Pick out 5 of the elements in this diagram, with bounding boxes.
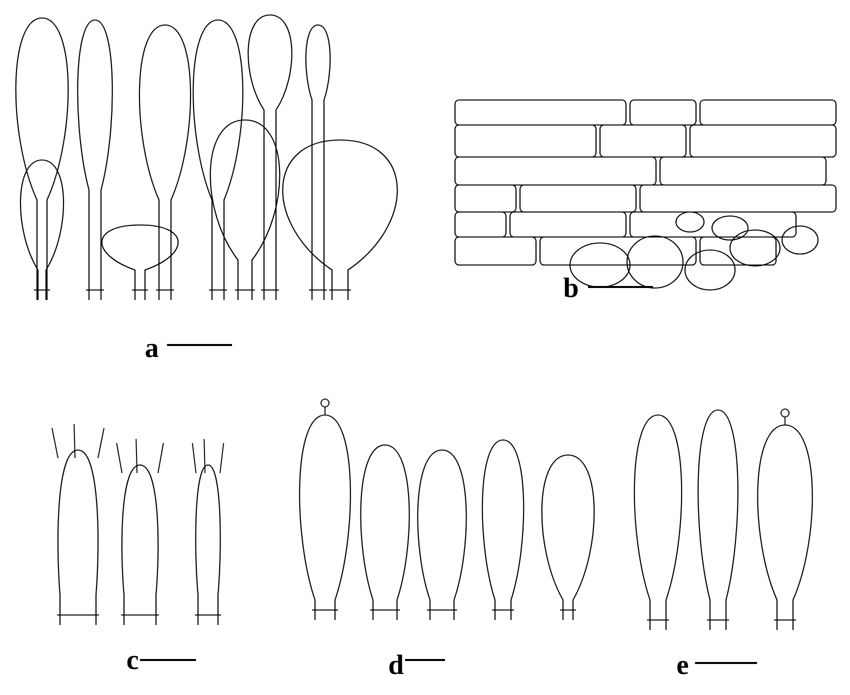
- panel-label: d: [389, 654, 404, 674]
- panel-label: c: [127, 656, 138, 670]
- panel-label: e: [677, 660, 688, 674]
- panel-label: b: [564, 278, 578, 298]
- panel-label: a: [146, 344, 158, 358]
